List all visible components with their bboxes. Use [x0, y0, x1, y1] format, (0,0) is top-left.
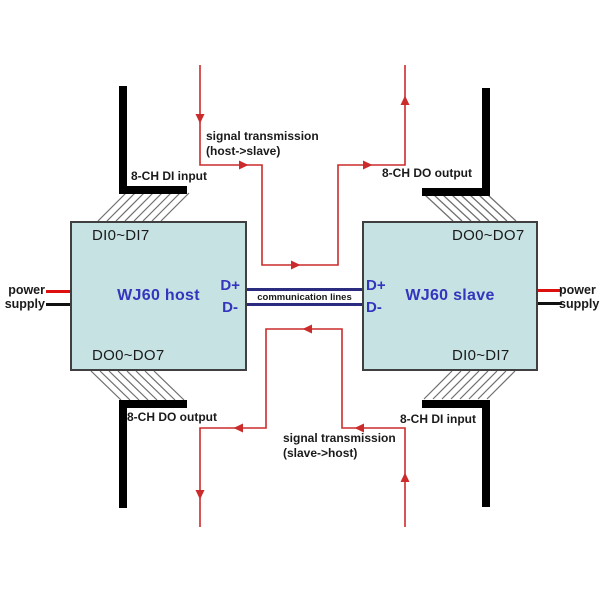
hatch-lines-top-left	[97, 192, 190, 222]
port-label-top-left: 8-CH DI input	[131, 169, 207, 183]
signal-caption-line2: (slave->host)	[283, 446, 358, 460]
power-label-line1: power	[559, 283, 596, 297]
power-line-positive	[46, 290, 70, 293]
host-title: WJ60 host	[117, 287, 200, 304]
host-do-label: DO0~DO7	[92, 347, 165, 364]
slave-d-plus-label: D+	[366, 277, 386, 294]
hatch-lines-bottom-right	[423, 370, 516, 400]
hatch-lines-top-right	[424, 194, 517, 222]
power-line-positive	[538, 289, 562, 292]
power-line-negative	[538, 302, 562, 305]
hatch-lines-bottom-left	[90, 370, 185, 401]
host-d-minus-label: D-	[222, 299, 238, 316]
arrow-left-icon	[302, 324, 312, 334]
arrow-down-icon	[195, 490, 205, 500]
port-label-bottom-right: 8-CH DI input	[400, 412, 476, 426]
bracket-top-right	[422, 88, 490, 196]
power-label-line2: supply	[4, 297, 45, 311]
host-di-label: DI0~DI7	[92, 227, 150, 244]
signal-caption-slave-to-host: signal transmission (slave->host)	[283, 431, 396, 461]
slave-d-minus-label: D-	[366, 299, 382, 316]
slave-di-label: DI0~DI7	[452, 347, 510, 364]
wj60-host-module: DI0~DI7 WJ60 host D+ D- DO0~DO7	[70, 221, 247, 371]
arrow-right-icon	[291, 260, 301, 270]
port-label-bottom-left: 8-CH DO output	[127, 410, 217, 424]
arrow-right-icon	[239, 160, 249, 170]
power-lines-right	[538, 289, 562, 305]
power-label-line2: supply	[559, 297, 600, 311]
slave-title: WJ60 slave	[405, 287, 495, 304]
comm-lines-label: communication lines	[257, 292, 352, 303]
slave-do-label: DO0~DO7	[452, 227, 525, 244]
port-label-top-right: 8-CH DO output	[382, 166, 472, 180]
arrow-left-icon	[233, 423, 243, 433]
arrow-down-icon	[195, 114, 205, 124]
arrow-up-icon	[400, 472, 410, 482]
arrow-right-icon	[363, 160, 373, 170]
power-line-negative	[46, 303, 70, 306]
host-d-plus-label: D+	[220, 277, 240, 294]
signal-path-host-to-slave	[195, 65, 410, 270]
bracket-bottom-right	[422, 400, 490, 507]
power-lines-left	[46, 290, 70, 306]
signal-path-slave-to-host	[195, 324, 410, 527]
comm-line-d-plus	[247, 288, 362, 291]
bracket-top-left	[119, 86, 187, 194]
signal-caption-line1: signal transmission	[206, 129, 319, 143]
signal-caption-line2: (host->slave)	[206, 144, 281, 158]
bracket-bottom-left	[119, 400, 187, 508]
arrow-up-icon	[400, 95, 410, 105]
signal-caption-host-to-slave: signal transmission (host->slave)	[206, 129, 319, 159]
power-label-line1: power	[8, 283, 45, 297]
power-supply-label-left: power supply	[0, 283, 45, 311]
signal-caption-line1: signal transmission	[283, 431, 396, 445]
wj60-slave-module: DO0~DO7 WJ60 slave D+ D- DI0~DI7	[362, 221, 538, 371]
comm-line-d-minus	[247, 303, 362, 306]
power-supply-label-right: power supply	[559, 283, 599, 311]
communication-lines	[247, 288, 362, 306]
arrow-left-icon	[354, 423, 364, 433]
